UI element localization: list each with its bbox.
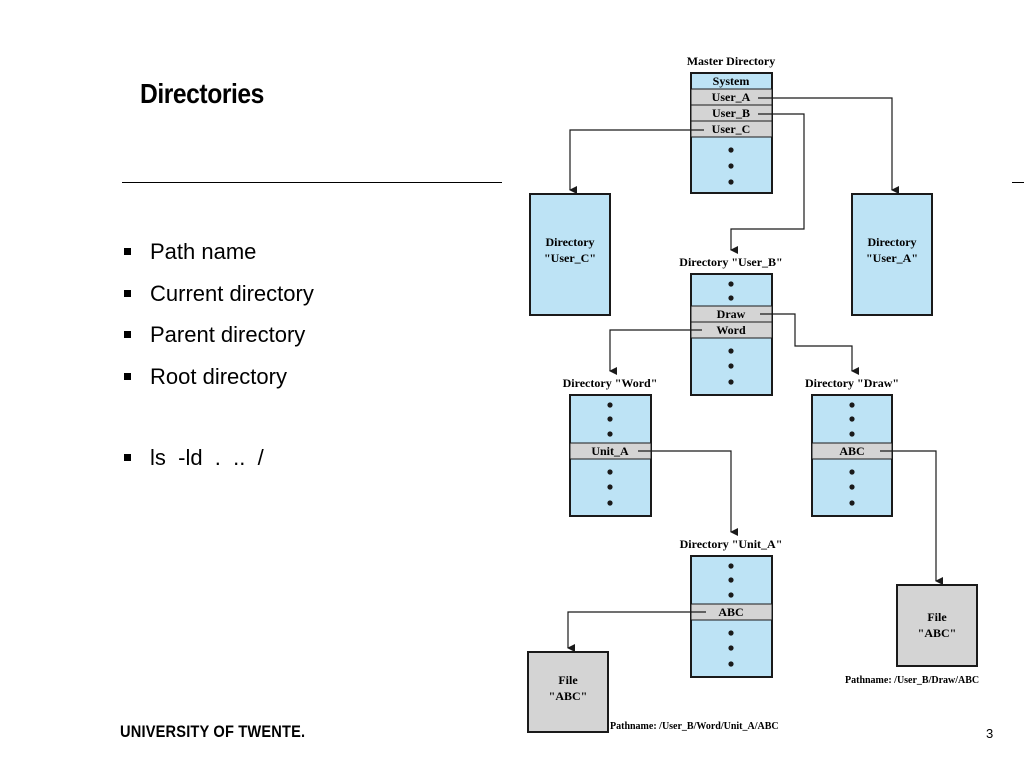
pathname-right: Pathname: /User_B/Draw/ABC (845, 675, 979, 686)
directory-user-c-label: Directory (545, 235, 594, 249)
bullet-item: Current directory (122, 278, 314, 320)
directory-user-c-box (529, 193, 611, 316)
university-logo-text: UNIVERSITY OF TWENTE. (120, 722, 306, 741)
bullet-square-icon (124, 289, 131, 297)
file-abc-left: File "ABC" (527, 651, 609, 733)
arrow-abc-draw (880, 450, 943, 585)
bullet-list: Path name Current directory Parent direc… (122, 236, 314, 484)
pathname-left: Pathname: /User_B/Word/Unit_A/ABC (610, 721, 779, 732)
directory-user-b-entry-draw: Draw (717, 307, 746, 321)
arrow-word (609, 329, 702, 375)
bullet-item: Path name (122, 236, 314, 278)
directory-word: Directory "Word" Unit_A (563, 376, 658, 517)
directory-draw-entry-abc: ABC (839, 444, 864, 458)
directory-user-a: Directory "User_A" (851, 193, 933, 316)
directory-word-entry-unit-a: Unit_A (591, 444, 629, 458)
master-entry-user-b: User_B (712, 106, 750, 120)
arrow-user-a (758, 97, 899, 194)
title-divider (122, 182, 502, 183)
directory-word-title: Directory "Word" (563, 376, 658, 390)
directory-user-b-title: Directory "User_B" (679, 255, 782, 269)
bullet-item: Parent directory (122, 319, 314, 361)
arrow-draw (760, 313, 859, 375)
directory-unit-a-title: Directory "Unit_A" (680, 537, 783, 551)
directory-user-a-name: "User_A" (866, 251, 918, 265)
arrow-abc-unit-a (567, 611, 706, 652)
bullet-item: Root directory (122, 361, 314, 403)
directory-unit-a-entry-abc: ABC (718, 605, 743, 619)
file-abc-left-label: File (558, 673, 578, 687)
bullet-item-command: ls -ld . .. / (122, 442, 314, 484)
directory-unit-a: Directory "Unit_A" ABC (680, 537, 783, 678)
bullet-square-icon (124, 331, 131, 338)
directory-draw-title: Directory "Draw" (805, 376, 899, 390)
arrow-user-b (730, 113, 805, 254)
master-directory-title: Master Directory (687, 54, 776, 68)
slide-title: Directories (140, 78, 264, 109)
arrow-unit-a (638, 450, 738, 536)
directory-user-b: Directory "User_B" Draw Word (679, 255, 783, 396)
file-abc-left-name: "ABC" (549, 689, 588, 703)
directory-user-a-box (851, 193, 933, 316)
directory-user-c-name: "User_C" (544, 251, 596, 265)
file-abc-right-box (896, 584, 978, 667)
file-abc-right-label: File (927, 610, 947, 624)
directory-user-c: Directory "User_C" (529, 193, 611, 316)
bullet-square-icon (124, 372, 131, 380)
directory-draw: Directory "Draw" ABC (805, 376, 899, 517)
master-entry-band (690, 88, 773, 138)
master-entry-user-a: User_A (712, 90, 751, 104)
master-entry-system: System (713, 74, 750, 88)
connector-arrows (567, 97, 943, 652)
directory-user-b-entry-word: Word (716, 323, 746, 337)
file-abc-left-box (527, 651, 609, 733)
master-directory: Master Directory System User_A User_B Us… (687, 54, 776, 194)
master-entry-user-c: User_C (712, 122, 751, 136)
file-abc-right-name: "ABC" (918, 626, 957, 640)
page-number: 3 (986, 726, 994, 741)
title-divider-right (1012, 182, 1024, 183)
bullet-square-icon (124, 248, 131, 255)
directory-user-a-label: Directory (867, 235, 916, 249)
arrow-user-c (569, 129, 704, 194)
bullet-square-icon (124, 454, 131, 461)
file-abc-right: File "ABC" (896, 584, 978, 667)
